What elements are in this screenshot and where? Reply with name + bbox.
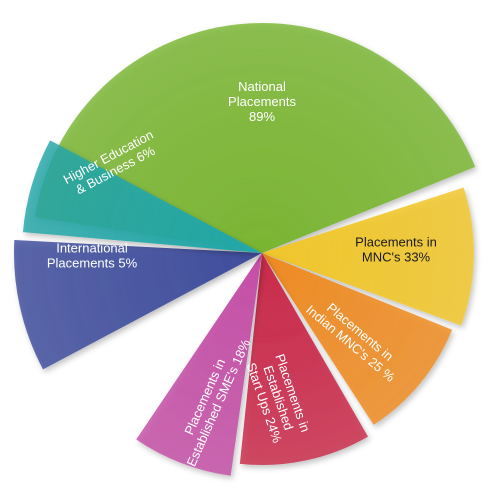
slice-label-line: MNC's 33% — [362, 250, 431, 265]
pie-slice — [136, 253, 262, 476]
slice-label-line: Placements in — [355, 235, 437, 250]
slice-label-line: International — [56, 241, 128, 256]
pie-slices — [13, 23, 476, 476]
pie-slice — [239, 253, 368, 465]
slice-label-line: National — [238, 79, 286, 94]
pie-slice — [262, 187, 475, 326]
slice-label-line: Placements — [228, 94, 296, 109]
pie-slice — [262, 253, 453, 425]
slice-label-line: Placements 5% — [47, 256, 138, 271]
pie-slice — [22, 140, 263, 253]
slice-label-line: 89% — [249, 109, 275, 124]
pie-slice — [13, 240, 262, 370]
